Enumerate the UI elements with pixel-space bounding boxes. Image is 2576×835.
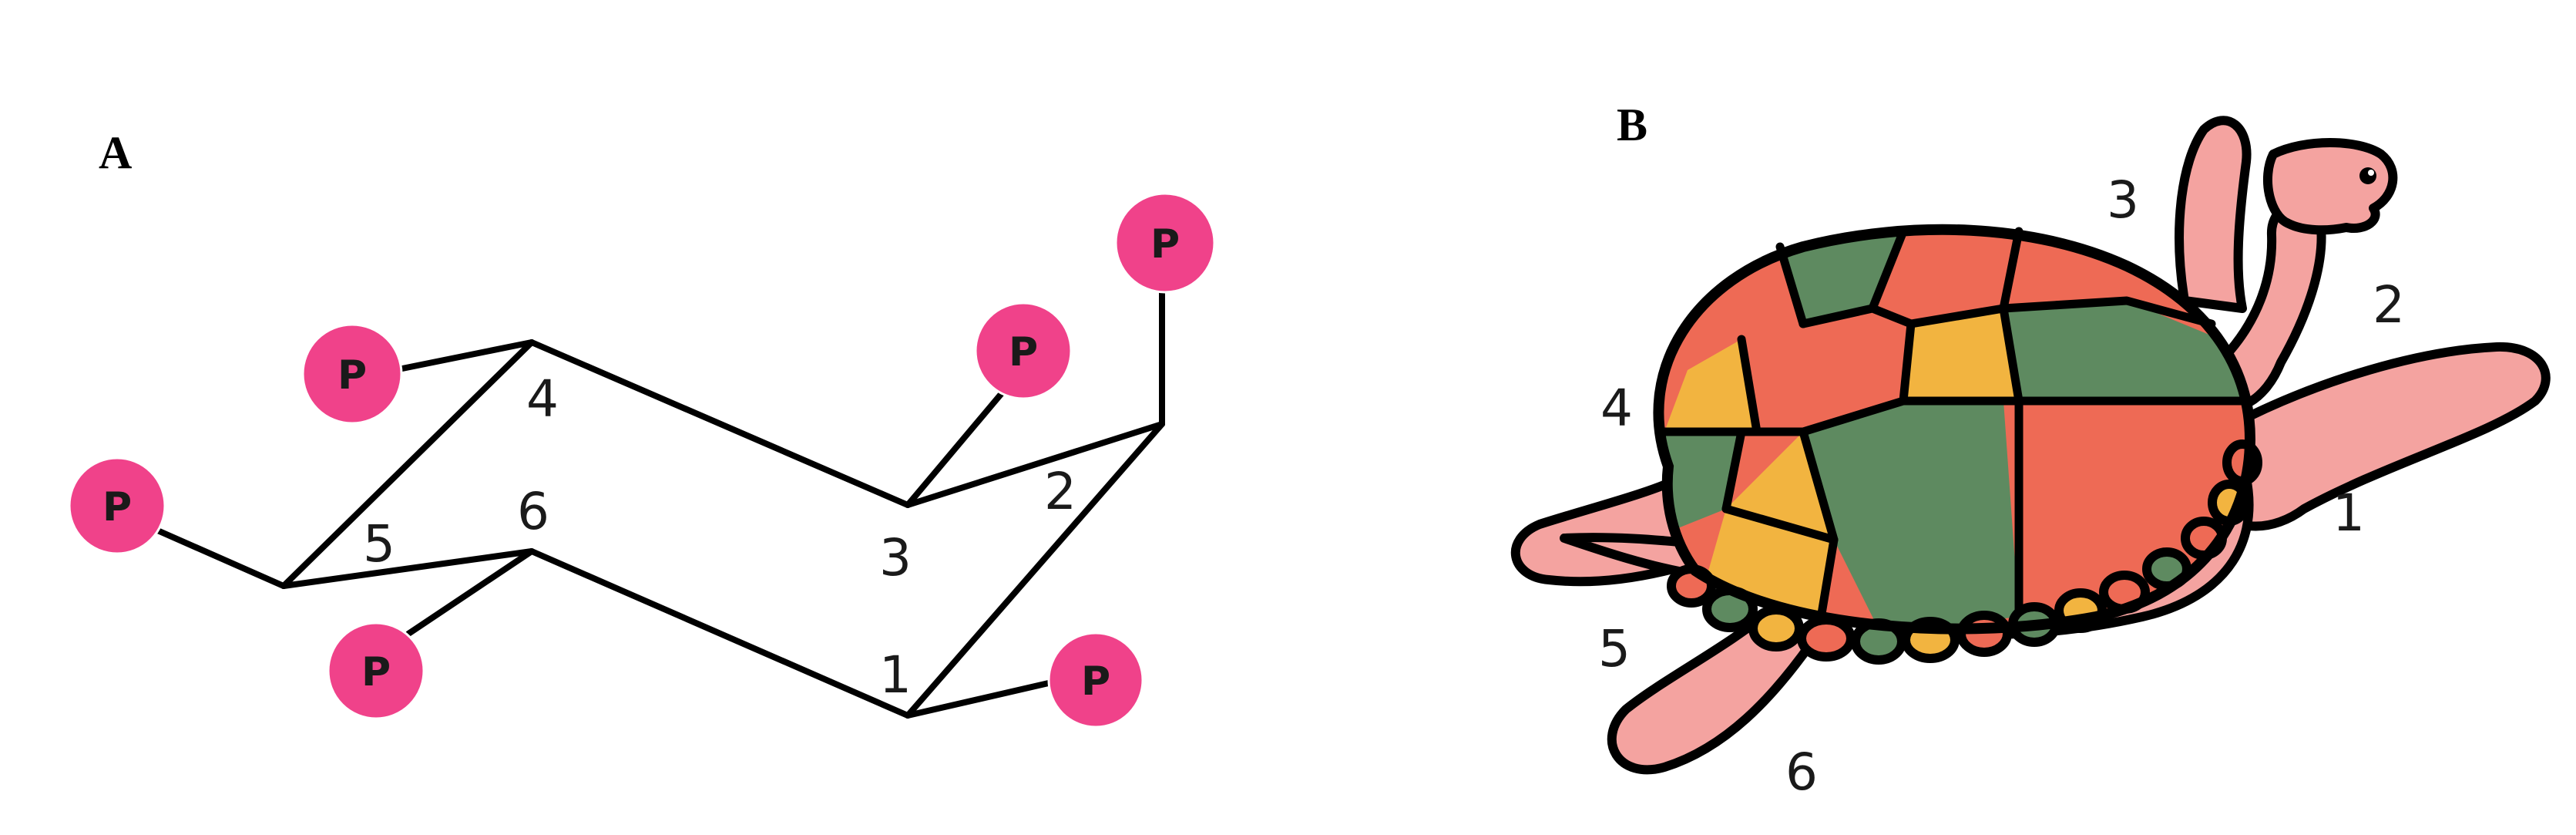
bond-c1-p xyxy=(905,677,1065,719)
scute-yellow-left xyxy=(1695,432,1834,629)
bond-c6-p xyxy=(405,548,535,637)
phosphate-label: P xyxy=(1009,329,1038,375)
phosphate-circle xyxy=(1047,631,1144,729)
bond-c4-c5 xyxy=(280,339,535,589)
shell-scutes xyxy=(1658,231,2250,629)
turtle-position-4: 4 xyxy=(1600,379,1633,438)
turtle-position-1: 1 xyxy=(2333,483,2365,543)
turtle-head xyxy=(2263,138,2398,235)
panel-b-label: B xyxy=(1617,99,1647,150)
phosphate-circle xyxy=(68,456,166,555)
phosphate-circle xyxy=(327,621,425,720)
scute-green-middle xyxy=(1803,401,2019,629)
turtle-rear-right-flipper xyxy=(1607,604,1815,775)
bond-c3-c4 xyxy=(529,339,911,508)
ring-position-4: 4 xyxy=(526,369,559,429)
turtle-position-3: 3 xyxy=(2107,170,2139,230)
phosphate-circle xyxy=(1114,192,1216,294)
shell-seams xyxy=(1660,227,2255,637)
shell-outline xyxy=(1653,224,2256,635)
ring-position-6: 6 xyxy=(517,482,549,541)
phosphate-label: P xyxy=(1081,658,1110,705)
phosphate-bonds xyxy=(151,290,1165,719)
turtle-eye-highlight xyxy=(2368,170,2374,176)
phosphate-group-4: P xyxy=(301,323,403,425)
bond-c1-c2 xyxy=(905,421,1165,719)
turtle-illustration xyxy=(1510,116,2551,775)
bond-c5-p xyxy=(151,526,287,589)
phosphate-group-6: P xyxy=(327,621,425,720)
phosphate-label: P xyxy=(1150,221,1180,268)
ring-position-5: 5 xyxy=(363,514,395,574)
phosphate-circle xyxy=(974,301,1073,400)
phosphate-group-3: P xyxy=(974,301,1073,400)
phosphate-group-2: P xyxy=(1114,192,1216,294)
phosphate-circle xyxy=(301,323,403,425)
turtle-front-right-flipper xyxy=(2215,342,2551,531)
ring-position-2: 2 xyxy=(1044,462,1076,521)
turtle-tail xyxy=(1560,533,1700,579)
turtle-position-2: 2 xyxy=(2373,275,2405,335)
phosphate-label: P xyxy=(361,649,391,695)
turtle-position-6: 6 xyxy=(1785,742,1818,802)
bond-c4-p xyxy=(399,339,535,372)
ring-bonds xyxy=(280,339,1165,719)
phosphate-label: P xyxy=(102,484,132,530)
scute-yellow-upper-left xyxy=(1664,339,1757,432)
ring-position-3: 3 xyxy=(879,528,912,588)
ring-position-1: 1 xyxy=(879,645,912,705)
phosphate-label: P xyxy=(338,352,367,399)
bond-c3-p xyxy=(905,390,1005,508)
turtle-shell xyxy=(1653,224,2262,665)
scute-yellow-center xyxy=(1903,308,2019,401)
phosphate-group-1: P xyxy=(1047,631,1144,729)
turtle-position-5: 5 xyxy=(1598,619,1631,678)
phosphate-group-5: P xyxy=(68,456,166,555)
panel-a: A P P P xyxy=(68,127,1216,729)
panel-b: B xyxy=(1510,99,2551,802)
turtle-front-left-flipper xyxy=(2175,116,2252,313)
bond-c6-c1 xyxy=(529,548,911,719)
bond-c5-c6 xyxy=(280,548,535,589)
turtle-eye xyxy=(2359,167,2376,184)
panel-a-label: A xyxy=(99,127,132,178)
scute-green-right xyxy=(2003,301,2250,401)
bond-c2-c3 xyxy=(905,421,1165,508)
